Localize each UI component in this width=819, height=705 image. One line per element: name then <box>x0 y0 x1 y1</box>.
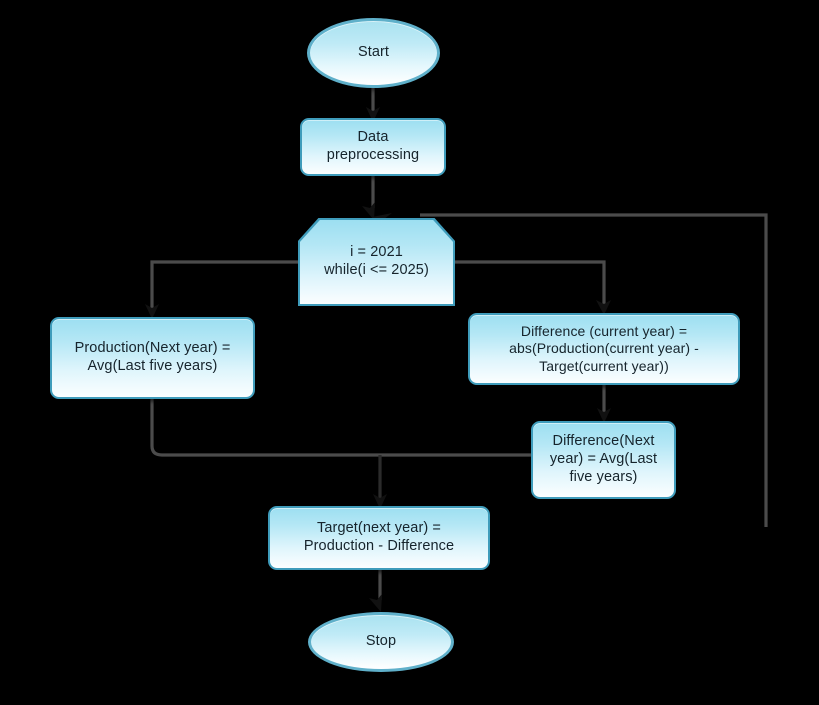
node-production-next-year[interactable]: Production(Next year) = Avg(Last five ye… <box>50 317 255 399</box>
edge-production-to-merge-bus <box>150 399 380 457</box>
edge-start-to-data-preprocessing <box>366 88 380 122</box>
edge-loop-to-production <box>145 260 300 319</box>
node-difference-next-year-label: Difference(Next year) = Avg(Last five ye… <box>549 433 658 485</box>
node-data-preprocessing[interactable]: Data preprocessing <box>300 118 446 176</box>
node-target-next-year-label: Target(next year) = Production - Differe… <box>303 520 455 554</box>
node-difference-current-year[interactable]: Difference (current year) = abs(Producti… <box>468 313 740 385</box>
edge-difference-current-to-difference-next <box>597 385 611 423</box>
edge-merge-bus-to-target <box>373 455 387 509</box>
node-start[interactable]: Start <box>307 18 440 88</box>
edge-data-preprocessing-to-loop <box>362 176 375 220</box>
node-start-label: Start <box>357 44 390 61</box>
node-difference-next-year[interactable]: Difference(Next year) = Avg(Last five ye… <box>531 421 676 499</box>
node-difference-current-year-label: Difference (current year) = abs(Producti… <box>509 323 699 374</box>
node-stop[interactable]: Stop <box>308 612 454 672</box>
node-loop-label: i = 2021 while(i <= 2025) <box>324 244 429 278</box>
edge-loop-to-difference-current <box>453 260 611 315</box>
node-loop[interactable]: i = 2021 while(i <= 2025) <box>300 220 453 304</box>
edge-target-to-stop <box>369 570 382 612</box>
node-stop-label: Stop <box>365 633 397 650</box>
node-production-next-year-label: Production(Next year) = Avg(Last five ye… <box>74 340 231 374</box>
node-data-preprocessing-label: Data preprocessing <box>326 129 420 163</box>
node-target-next-year[interactable]: Target(next year) = Production - Differe… <box>268 506 490 570</box>
